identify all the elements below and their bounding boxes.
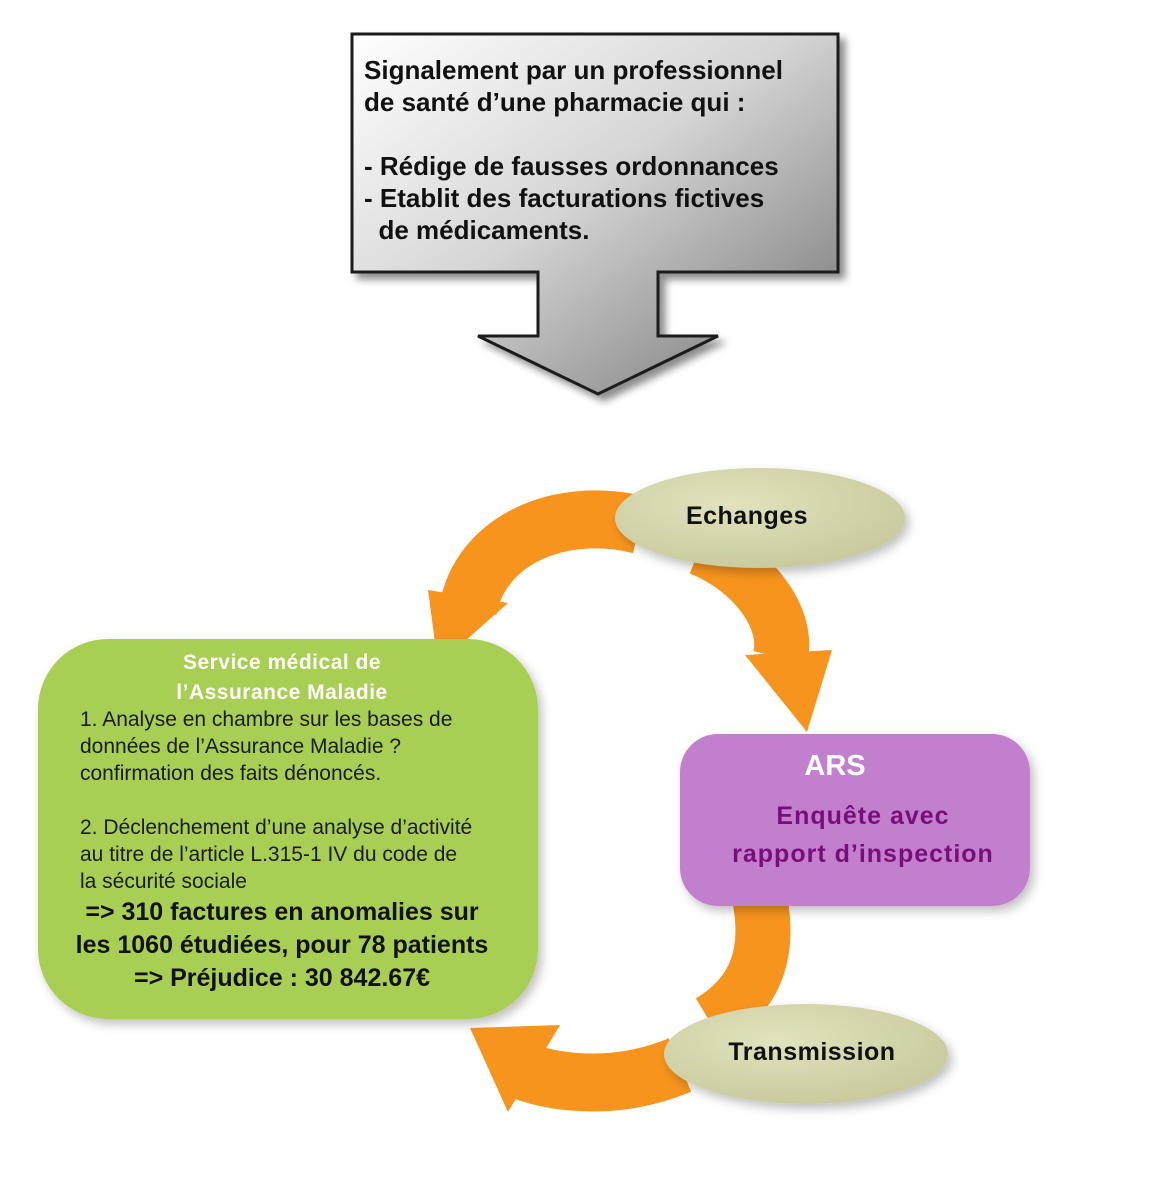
callout-line: - Rédige de fausses ordonnances	[364, 151, 779, 181]
signalement-callout-shape	[350, 32, 840, 396]
echanges-ellipse	[615, 468, 905, 568]
ars-subtitle: Enquête avec rapport d’inspection	[682, 797, 1044, 873]
ars-subtitle-line: rapport d’inspection	[732, 840, 994, 868]
arrowhead-ars-top	[745, 650, 832, 732]
item-line: la sécurité sociale	[80, 870, 247, 893]
arrow-transmission-to-service	[509, 1037, 692, 1112]
transmission-label: Transmission	[728, 1038, 896, 1066]
ars-box	[680, 734, 1030, 906]
callout-line: de santé d’une pharmacie qui :	[364, 87, 746, 117]
service-medical-box	[38, 639, 538, 1019]
arrow-ars-to-transmission	[695, 895, 791, 1046]
arrowhead-service-bottom	[470, 1025, 560, 1112]
service-medical-item-1: 1. Analyse en chambre sur les bases de d…	[80, 706, 550, 787]
result-line: les 1060 étudiées, pour 78 patients	[75, 931, 489, 959]
title-line: l’Assurance Maladie	[176, 681, 388, 704]
item-line: au titre de l’article L.315-1 IV du code…	[80, 843, 458, 866]
callout-line: Signalement par un professionnel	[364, 55, 783, 85]
title-line: Service médical de	[182, 651, 382, 674]
transmission-ellipse	[664, 1004, 948, 1104]
item-line: confirmation des faits dénoncés.	[80, 762, 382, 785]
result-line: => Préjudice : 30 842.67€	[133, 964, 431, 992]
result-line: => 310 factures en anomalies sur	[85, 898, 479, 926]
ars-subtitle-line: Enquête avec	[776, 802, 950, 830]
item-line: 2. Déclenchement d’une analyse d’activit…	[80, 816, 473, 839]
item-line: 1. Analyse en chambre sur les bases de	[80, 708, 453, 731]
ars-title: ARS	[804, 750, 866, 782]
service-medical-item-2: 2. Déclenchement d’une analyse d’activit…	[80, 814, 550, 895]
signalement-text: Signalement par un professionnel de sant…	[364, 54, 834, 246]
callout-line: - Etablit des facturations fictives	[364, 183, 765, 213]
service-medical-result: => 310 factures en anomalies sur les 106…	[40, 896, 524, 995]
service-medical-title: Service médical de l’Assurance Maladie	[60, 648, 504, 708]
item-line: données de l’Assurance Maladie ?	[80, 735, 402, 758]
arrow-echanges-to-service	[439, 490, 648, 617]
callout-line: de médicaments.	[364, 215, 590, 245]
callout-line	[364, 118, 834, 150]
echanges-label: Echanges	[685, 502, 809, 530]
